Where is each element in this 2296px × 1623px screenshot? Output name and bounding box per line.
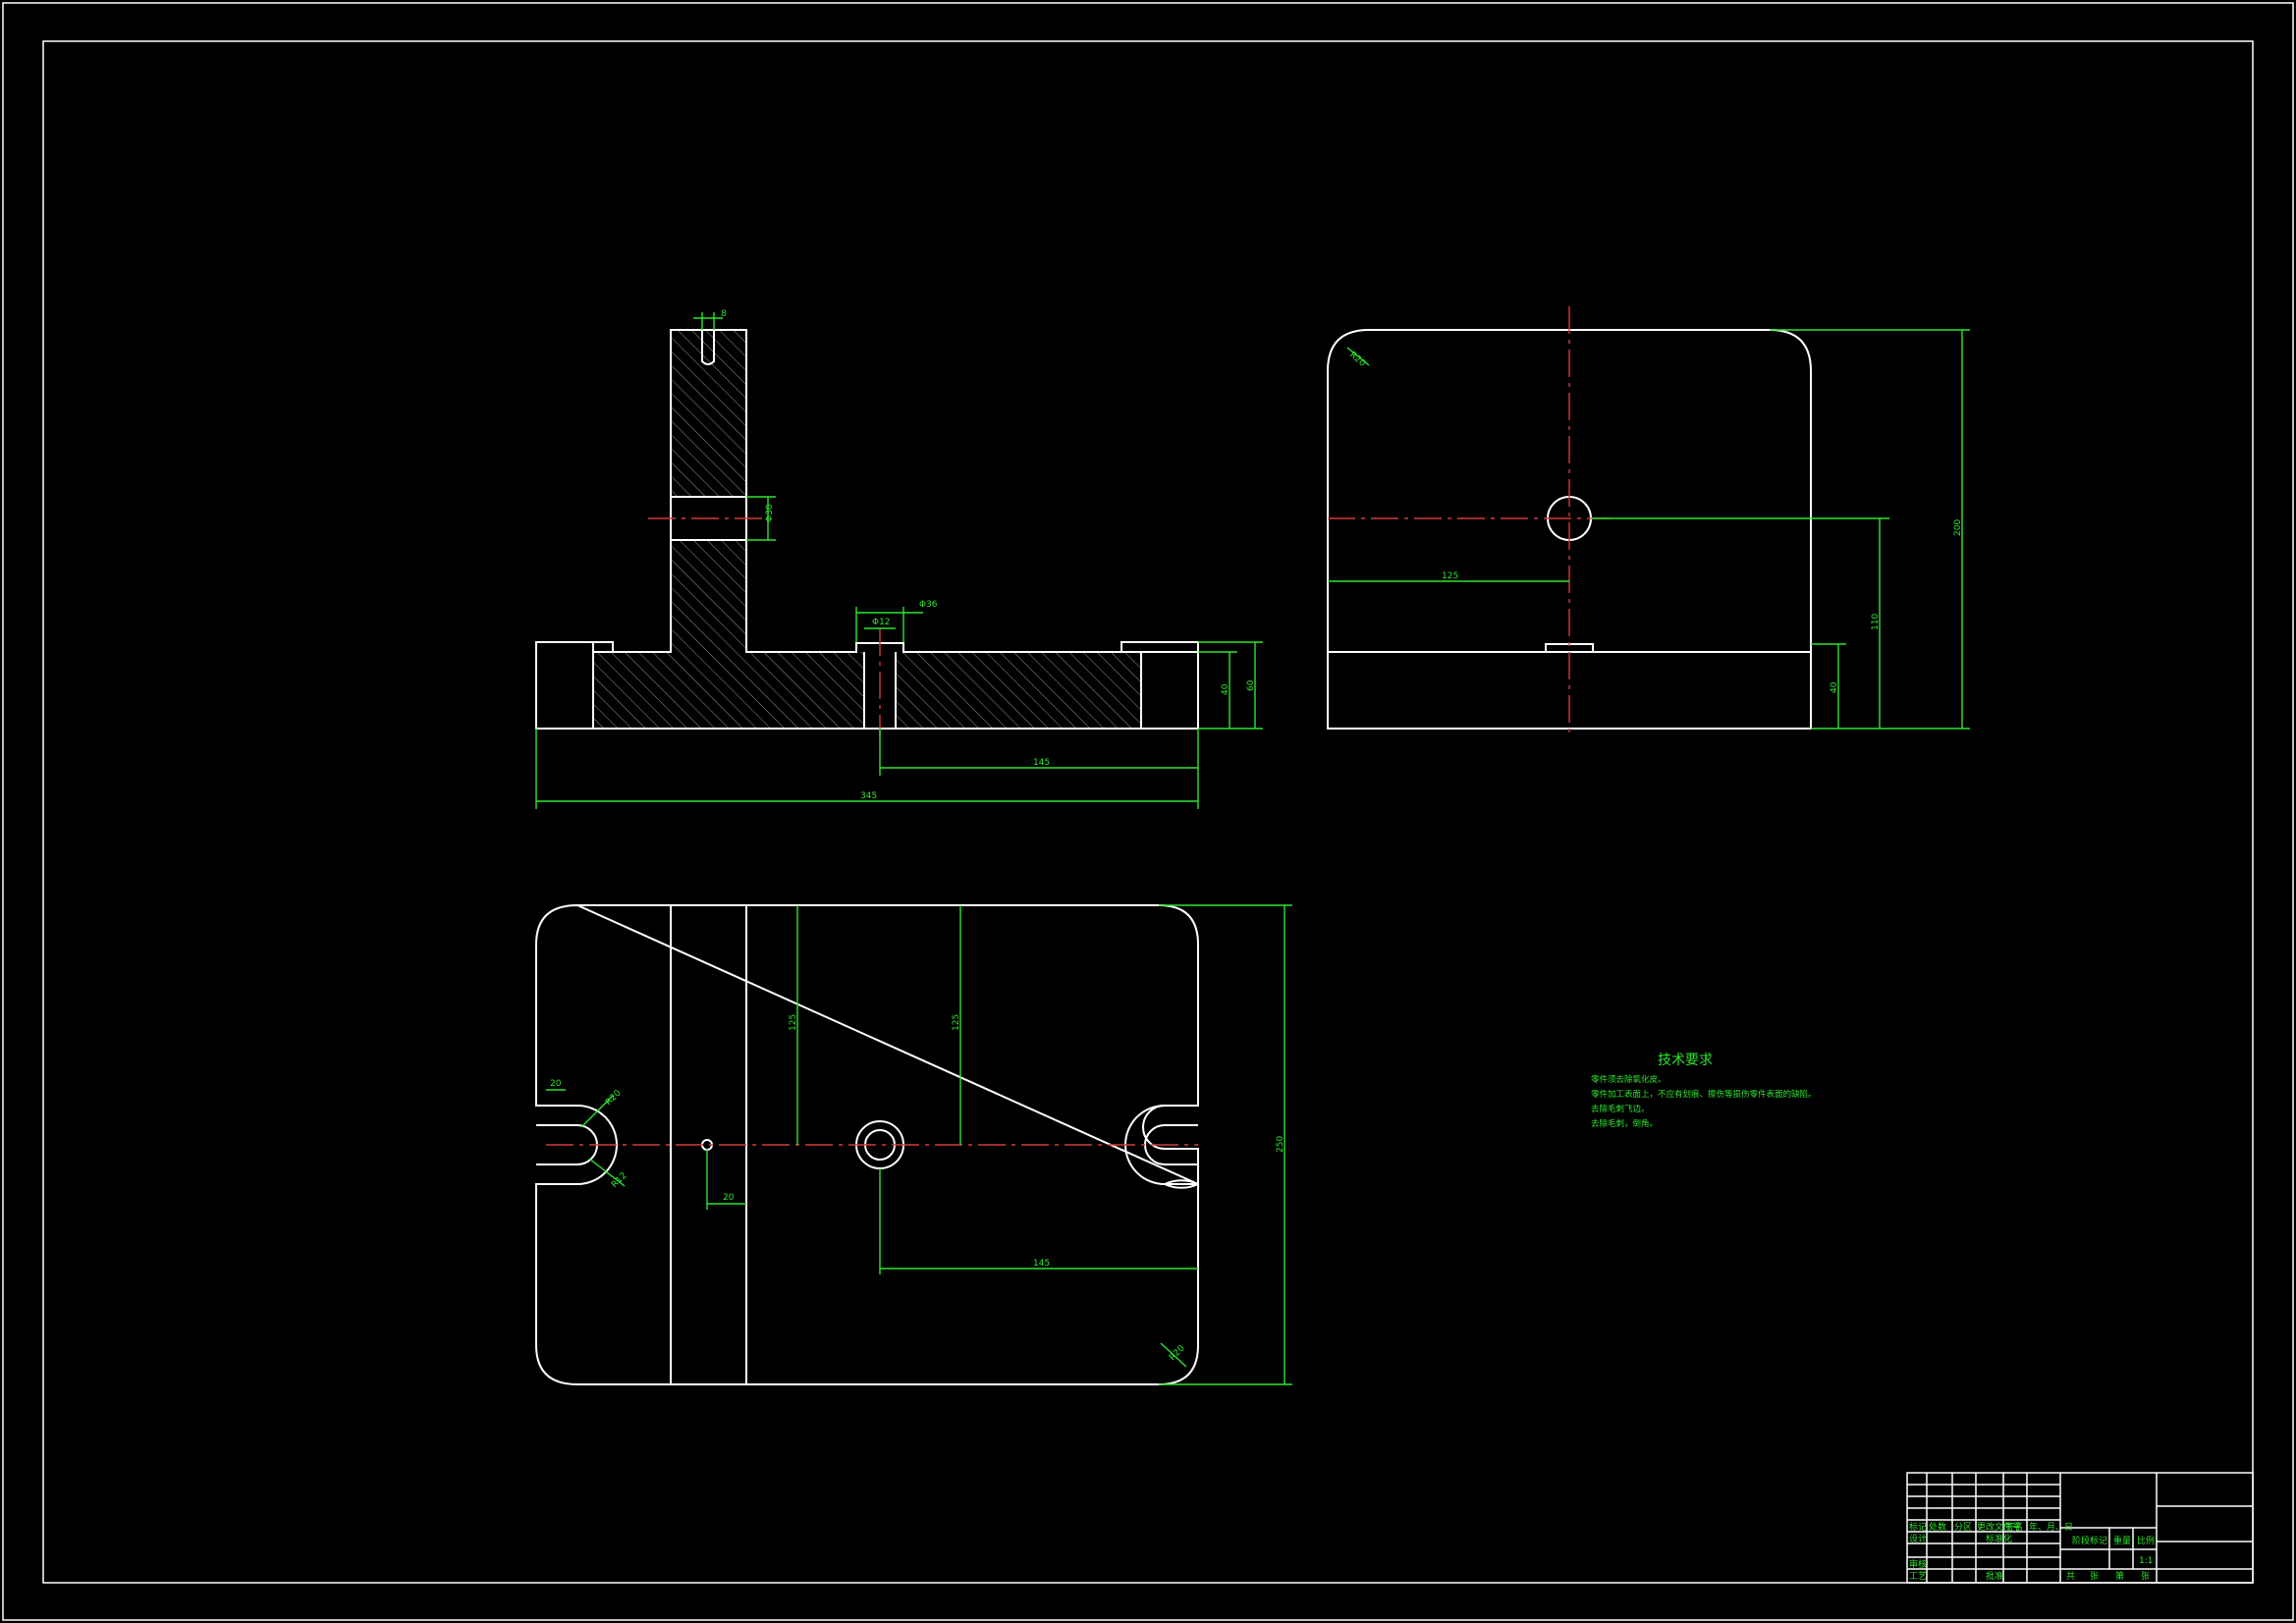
dim-front-145: 145	[1033, 758, 1050, 768]
front-profile	[535, 329, 1199, 730]
dim-top-145: 145	[1033, 1259, 1050, 1269]
dim-top-125-left: 125	[789, 1014, 798, 1031]
tech-req-line-2: 零件加工表面上，不应有划痕、擦伤等损伤零件表面的缺陷。	[1591, 1089, 1817, 1100]
tb-process: 工艺	[1909, 1571, 1927, 1582]
dim-top-250: 250	[1276, 1136, 1285, 1153]
tb-label-mark: 标记	[1909, 1521, 1927, 1533]
tb-label-date: 年、月、日	[2029, 1521, 2073, 1533]
tb-stage-mark: 阶段标记	[2072, 1535, 2107, 1546]
tech-req-line-1: 零件须去除氧化皮。	[1591, 1074, 1667, 1085]
dim-front-345: 345	[860, 791, 877, 801]
tech-req-line-3: 去除毛刺飞边。	[1591, 1104, 1650, 1114]
tech-req-line-4: 去除毛刺，倒角。	[1591, 1118, 1658, 1129]
tb-sheet-unit: 张	[2090, 1571, 2099, 1582]
tb-standardization: 标准化	[1986, 1533, 2012, 1544]
tb-weight: 重量	[2113, 1535, 2131, 1546]
dim-top-r12: R12	[610, 1171, 629, 1191]
tb-approve: 批准	[1986, 1570, 2003, 1582]
tb-design: 设计	[1909, 1533, 1927, 1544]
dim-top-125-right: 125	[952, 1014, 961, 1031]
tb-sheet-total: 共	[2066, 1571, 2075, 1582]
technical-requirements: 技术要求 零件须去除氧化皮。 零件加工表面上，不应有划痕、擦伤等损伤零件表面的缺…	[1591, 1053, 1817, 1129]
tb-label-count: 处数	[1929, 1521, 1946, 1533]
dim-top-pin: 20	[723, 1193, 735, 1203]
dim-side-r20: R20	[1347, 351, 1367, 369]
inner-border	[42, 40, 2254, 1584]
tb-scale: 比例	[2137, 1535, 2155, 1546]
dim-top-slot: 20	[550, 1079, 562, 1089]
tb-label-doc: 更改文件号	[1977, 1521, 2021, 1533]
dim-front-h60: 60	[1246, 679, 1256, 691]
tech-req-title: 技术要求	[1658, 1053, 1713, 1068]
dim-side-200: 200	[1953, 519, 1963, 536]
top-view: 20 R20 R12 20 125 125 250 145 R20	[535, 903, 1292, 1385]
tb-scale-value: 1:1	[2139, 1556, 2153, 1566]
tb-sheet-unit2: 张	[2141, 1571, 2150, 1582]
front-view: 8 Φ30 Φ36 Φ12 40 60 145 345	[535, 309, 1263, 809]
dim-front-h40: 40	[1221, 683, 1230, 695]
tb-label-zone: 分区	[1954, 1522, 1972, 1533]
title-block: 标记 处数 分区 更改文件号 签名 年、月、日 设计 标准化 审核 工艺 批准 …	[1906, 1472, 2254, 1584]
tb-review: 审核	[1909, 1558, 1927, 1570]
tb-sheet-num: 第	[2115, 1570, 2124, 1582]
dim-front-counterbore: Φ36	[919, 600, 938, 610]
dim-side-110: 110	[1871, 614, 1881, 630]
dim-front-hole-bottom: Φ12	[872, 618, 891, 627]
dim-front-slot: 8	[721, 309, 727, 319]
side-view: R20 125 40 110 200	[1327, 306, 1970, 736]
dim-front-hole: Φ30	[765, 504, 775, 522]
dim-side-40: 40	[1830, 681, 1839, 693]
dim-top-corner: R20	[1168, 1343, 1187, 1363]
dim-side-125: 125	[1442, 571, 1458, 581]
dim-top-r20: R20	[604, 1088, 624, 1108]
tb-label-sign: 签名	[2005, 1521, 2023, 1533]
